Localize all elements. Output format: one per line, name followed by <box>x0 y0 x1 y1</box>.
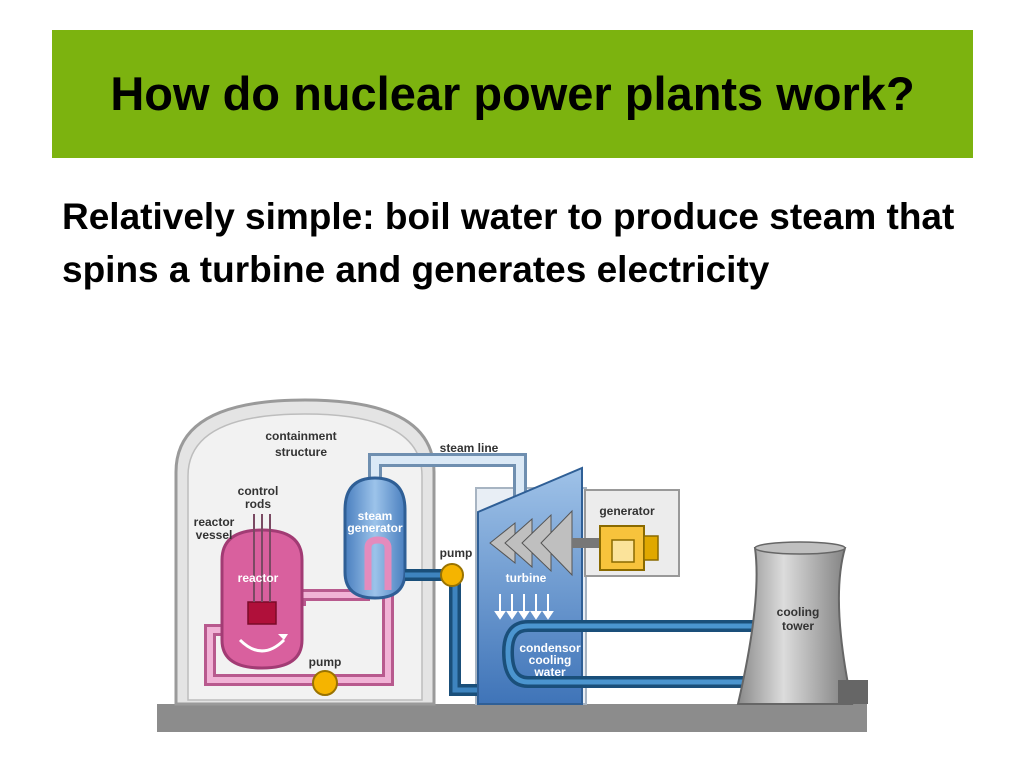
tower-vent <box>838 680 868 704</box>
label-generator-sg: generator <box>347 521 403 535</box>
label-rods: rods <box>245 497 271 511</box>
title-bar: How do nuclear power plants work? <box>52 30 973 158</box>
label-control: control <box>238 484 279 498</box>
slide-body-text: Relatively simple: boil water to produce… <box>62 196 955 290</box>
label-structure: structure <box>275 445 327 459</box>
label-pump-top: pump <box>440 546 473 560</box>
reactor-flow-arrow <box>238 638 286 653</box>
label-pump-bottom: pump <box>309 655 342 669</box>
label-generator: generator <box>599 504 655 518</box>
label-tower: tower <box>782 619 814 633</box>
label-reactor-vessel-1: reactor <box>194 515 235 529</box>
label-turbine: turbine <box>506 571 547 585</box>
label-condensor-water: water <box>533 665 566 679</box>
ground-slab <box>157 704 867 732</box>
reactor-core <box>247 601 277 625</box>
label-reactor: reactor <box>238 571 279 585</box>
pump-bottom <box>312 670 338 696</box>
pump-top <box>440 563 464 587</box>
label-condensor: condensor <box>519 641 581 655</box>
steam-flow-arrows <box>494 594 554 620</box>
slide-title: How do nuclear power plants work? <box>110 67 915 120</box>
control-rods <box>253 514 271 602</box>
turbine-shaft <box>572 538 602 548</box>
label-condensor-cooling: cooling <box>529 653 572 667</box>
label-cooling: cooling <box>777 605 820 619</box>
label-reactor-vessel-2: vessel <box>196 528 233 542</box>
label-steam-line: steam line <box>440 441 499 455</box>
label-steam: steam <box>358 509 393 523</box>
label-containment: containment <box>265 429 336 443</box>
